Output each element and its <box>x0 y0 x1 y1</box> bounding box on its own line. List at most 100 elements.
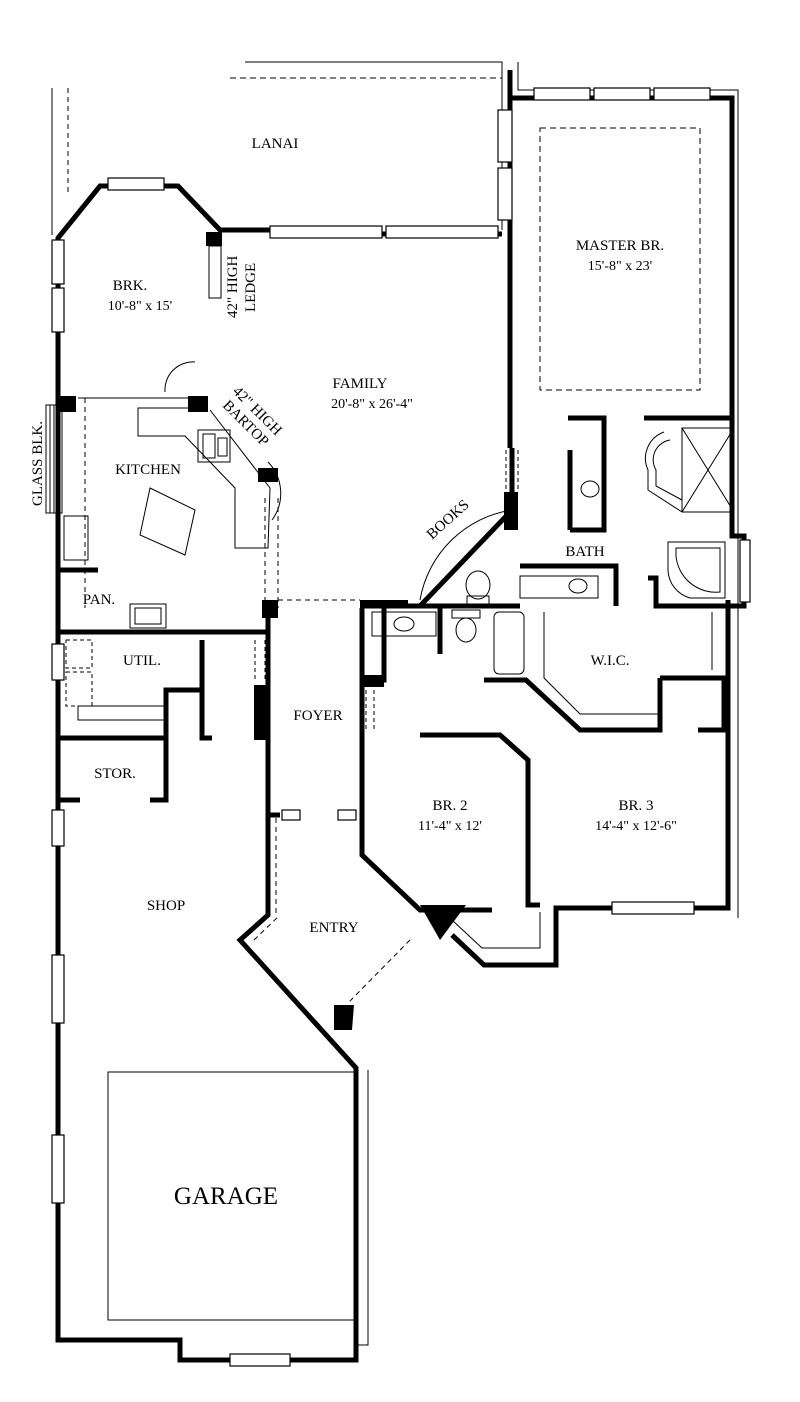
room-bath: BATH <box>565 544 604 560</box>
wall-blocks <box>58 232 518 1030</box>
entry-dashed-edge <box>253 818 411 1004</box>
ledge-label-1: 42" HIGH <box>225 255 241 318</box>
room-br2-name: BR. 2 <box>432 798 467 814</box>
window <box>51 287 65 333</box>
util-right-wall <box>199 640 212 741</box>
hall-bath-toilet-tank <box>451 609 481 619</box>
wall-block <box>420 905 466 940</box>
room-family-name: FAMILY <box>333 376 388 392</box>
br2-closet-outline <box>451 912 541 949</box>
kitchen-bartop-arc <box>267 461 282 521</box>
bath-toilet <box>465 570 491 600</box>
window <box>51 643 65 681</box>
wall-block <box>360 600 408 608</box>
window <box>51 239 65 285</box>
room-wic: W.I.C. <box>590 653 629 669</box>
window <box>281 809 301 821</box>
left-exterior-wall <box>55 412 359 1363</box>
master-tub <box>667 541 726 599</box>
pantry-sink-inner <box>134 607 162 625</box>
hall-bath-toilet <box>455 617 477 643</box>
wall-block <box>58 396 76 412</box>
wall-block <box>206 232 222 246</box>
room-brk-dims: 10'-8" x 15' <box>108 299 172 314</box>
room-master-name: MASTER BR. <box>576 238 664 254</box>
window <box>51 809 65 847</box>
master-tub-inner <box>675 547 721 593</box>
room-lanai: LANAI <box>252 136 299 152</box>
window <box>385 225 499 239</box>
window <box>739 539 751 603</box>
glass-blk-label: GLASS BLK. <box>30 421 46 506</box>
hall-bath-vanity <box>371 611 437 637</box>
room-master-dims: 15'-8" x 23' <box>588 259 652 274</box>
ledge-label-2: LEDGE <box>243 263 259 312</box>
master-bath-curve <box>644 431 683 513</box>
room-br3-name: BR. 3 <box>618 798 653 814</box>
wall-block <box>504 492 518 530</box>
bath-sink-left <box>580 480 600 498</box>
bath-toilet-tank <box>466 595 490 605</box>
master-exterior-trim <box>517 62 739 918</box>
bath-sink-right <box>568 578 588 594</box>
kitchen-sink <box>197 429 231 463</box>
hall-top-wall <box>520 563 619 606</box>
ledge-outline <box>208 245 222 299</box>
window <box>269 225 383 239</box>
pantry-sink <box>129 603 167 629</box>
kitchen-dashed-edges <box>84 398 360 608</box>
br3-exterior-wall <box>450 600 731 968</box>
room-labels: LANAI MASTER BR. 15'-8" x 23' BRK. 10'-8… <box>83 136 677 1210</box>
wall-block <box>254 685 266 740</box>
window <box>229 1353 291 1367</box>
room-br2-dims: 11'-4" x 12' <box>418 819 482 834</box>
hall-bath-tub <box>493 611 525 675</box>
util-washer <box>65 639 93 707</box>
wall-block <box>334 1005 354 1030</box>
window <box>497 109 513 163</box>
books-shelf-curve <box>419 509 513 601</box>
room-stor: STOR. <box>94 766 136 782</box>
wall-block <box>362 675 384 687</box>
room-garage: GARAGE <box>174 1183 278 1210</box>
br3-top-wall <box>484 677 663 733</box>
br2-top-wall <box>420 732 540 908</box>
bath-vanity-right <box>519 575 599 599</box>
room-brk-name: BRK. <box>113 278 148 294</box>
room-entry: ENTRY <box>309 920 358 936</box>
kitchen-fridge <box>63 515 89 561</box>
hall-bath-sink <box>393 616 415 632</box>
window <box>337 809 357 821</box>
wic-corner-wall <box>660 675 727 733</box>
util-closet-wall <box>163 687 202 740</box>
bath-counter-wall <box>568 415 607 533</box>
room-util: UTIL. <box>123 653 161 669</box>
hall-wall <box>372 603 520 683</box>
window <box>51 1134 65 1204</box>
kitchen-door-arc <box>164 361 196 393</box>
window <box>593 87 651 101</box>
window <box>497 167 513 221</box>
room-family-dims: 20'-8" x 26'-4" <box>331 397 413 412</box>
wic-shelf <box>543 612 660 715</box>
master-bed-outline <box>539 127 701 391</box>
wall-block <box>262 600 278 618</box>
master-shower-x <box>681 427 735 513</box>
room-foyer: FOYER <box>293 708 342 724</box>
window <box>533 87 591 101</box>
window <box>107 177 165 191</box>
util-counter <box>77 705 169 721</box>
thin-outlines <box>45 61 739 1346</box>
wall-block <box>188 396 208 412</box>
room-pan: PAN. <box>83 592 115 608</box>
books-label: BOOKS <box>424 497 473 543</box>
master-bath-curve-inner <box>652 439 683 501</box>
kitchen-island <box>139 487 196 556</box>
garage-exterior-trim <box>356 1070 369 1346</box>
window <box>653 87 711 101</box>
stor-bottom-wall-right <box>150 740 169 803</box>
family-dashed-opening <box>505 450 519 492</box>
windows <box>51 87 751 1367</box>
wall-block <box>258 468 278 482</box>
